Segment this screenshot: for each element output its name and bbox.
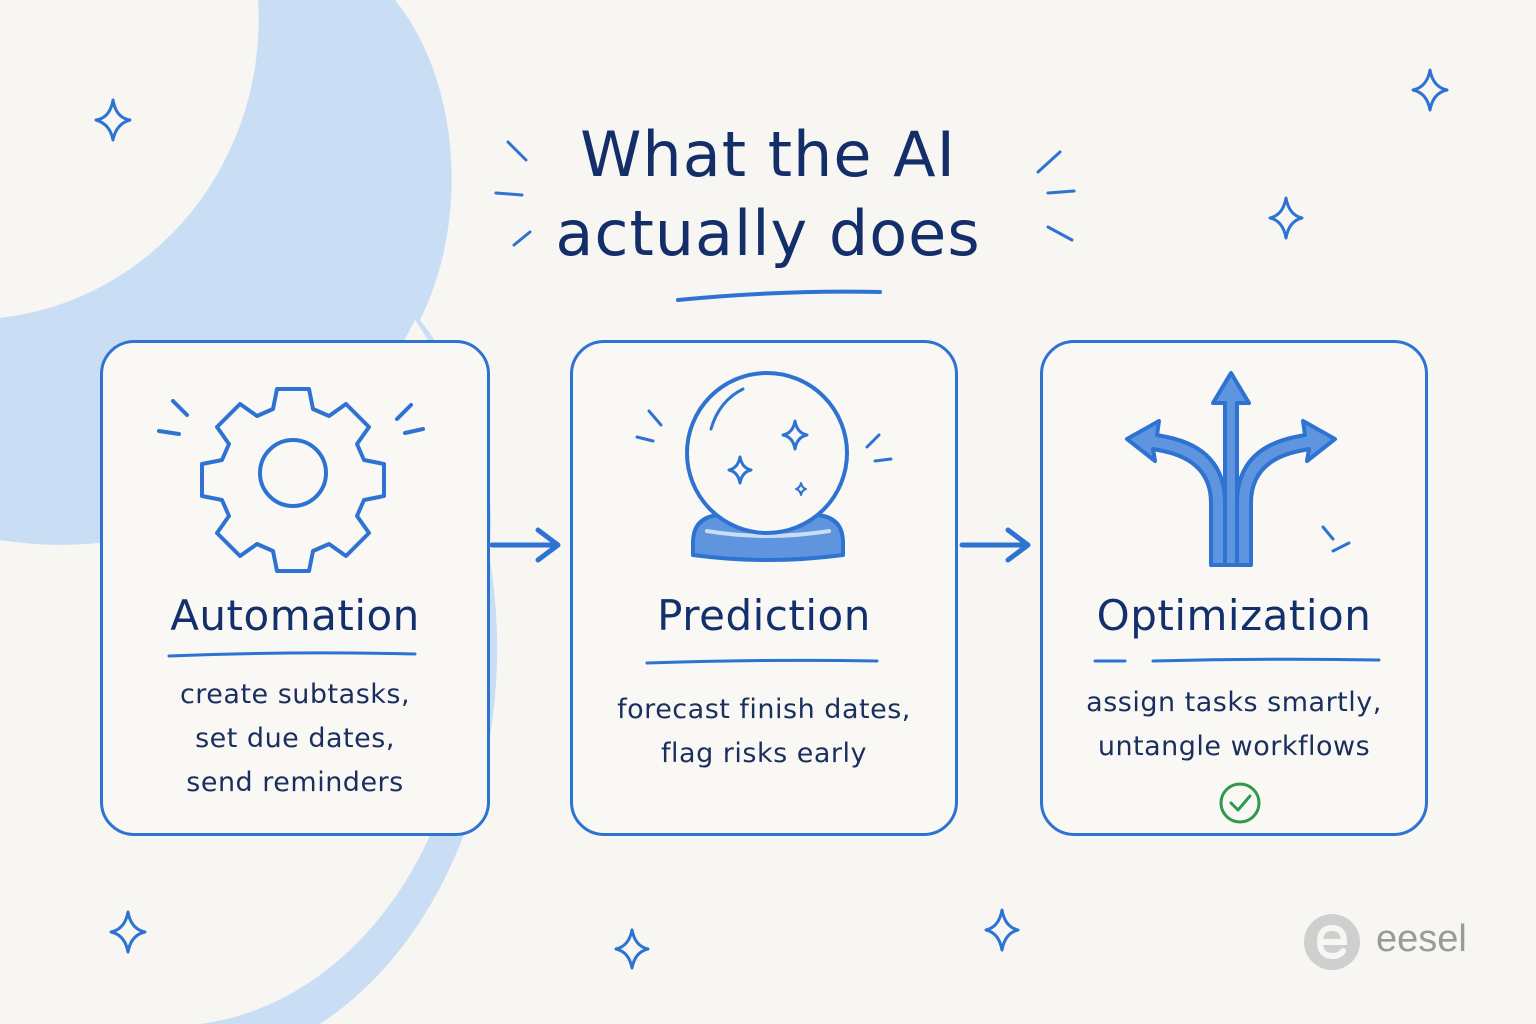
description-line: flag risks early [661, 738, 867, 769]
card-description: forecast finish dates, flag risks early [573, 688, 955, 776]
title-underline [1093, 657, 1381, 663]
title-underline [645, 658, 879, 665]
check-circle-icon [1219, 782, 1261, 824]
arrow-right-icon [959, 527, 1031, 563]
card-title: Automation [170, 591, 420, 640]
card-prediction: Prediction forecast finish dates, flag r… [570, 340, 958, 836]
sparkle-icon [614, 928, 650, 970]
card-description: create subtasks, set due dates, send rem… [103, 673, 487, 805]
card-optimization: Optimization assign tasks smartly, untan… [1040, 340, 1428, 836]
page-title-line-1: What the AI [580, 118, 956, 191]
brand: eesel [1302, 912, 1502, 972]
description-line: create subtasks, [179, 679, 411, 710]
arrow-right-icon [489, 527, 561, 563]
description-line: assign tasks smartly, [1086, 687, 1382, 718]
card-title: Prediction [657, 591, 871, 640]
sparkle-icon [94, 98, 132, 142]
title-underline [167, 651, 417, 658]
description-line: send reminders [186, 767, 404, 798]
crystal-ball-icon [635, 371, 893, 562]
sparkle-icon [1268, 196, 1304, 240]
card-title: Optimization [1096, 591, 1372, 640]
sparkle-icon [109, 910, 147, 954]
card-description: assign tasks smartly, untangle workflows [1043, 681, 1425, 769]
description-line: set due dates, [195, 723, 395, 754]
card-automation: Automation create subtasks, set due date… [100, 340, 490, 836]
description-line: untangle workflows [1097, 731, 1371, 762]
page-title-line-2: actually does [555, 197, 981, 270]
brand-name: eesel [1376, 918, 1467, 960]
sparkle-icon [1411, 68, 1449, 112]
description-line: forecast finish dates, [617, 694, 911, 725]
gear-icon [157, 387, 425, 573]
split-arrows-icon [1125, 371, 1351, 567]
eesel-logo-icon [1304, 914, 1360, 970]
sparkle-icon [984, 908, 1020, 952]
